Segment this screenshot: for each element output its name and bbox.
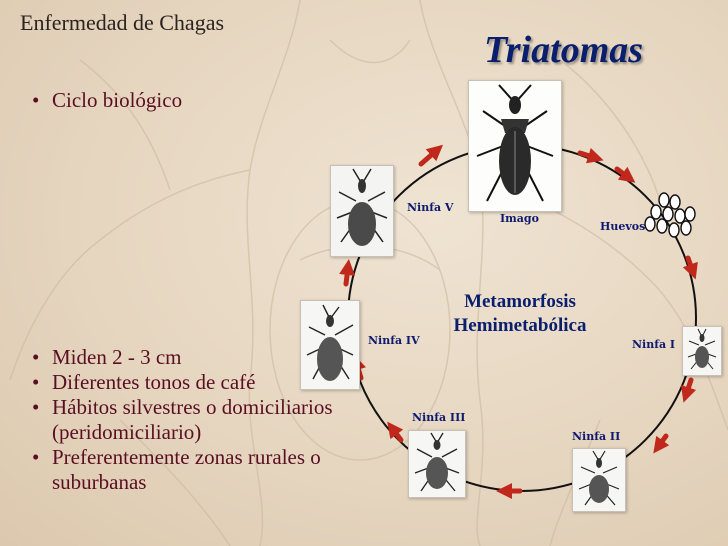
metamorphosis-line-2: Hemimetabólica <box>453 315 587 336</box>
fact-item: Preferentemente zonas rurales o suburban… <box>26 445 366 495</box>
imago-photo <box>468 80 562 212</box>
ninfa-4-photo <box>300 300 360 390</box>
cycle-arrow <box>577 147 604 164</box>
ninfa-5-bug-icon <box>336 168 388 246</box>
stage-label-imago: Imago <box>500 212 539 225</box>
header-title: Enfermedad de Chagas <box>20 10 225 35</box>
ninfa-1-photo <box>682 326 722 376</box>
ninfa-3-photo <box>408 430 466 498</box>
stage-label-ninfa-2: Ninfa II <box>572 430 621 443</box>
cycle-bullet: Ciclo biológico <box>26 88 182 113</box>
cycle-bullet-list: Ciclo biológico <box>26 88 182 113</box>
fact-item: Diferentes tonos de café <box>26 370 366 395</box>
stage-label-ninfa-3: Ninfa III <box>412 411 466 424</box>
ninfa-4-bug-icon <box>306 304 354 381</box>
fact-item: Hábitos silvestres o domiciliarios (peri… <box>26 395 366 445</box>
ninfa-3-bug-icon <box>414 432 460 492</box>
slide-title: Triatomas <box>484 29 644 71</box>
ninfa-1-bug-icon <box>687 328 717 370</box>
ninfa-5-photo <box>330 165 394 257</box>
stage-label-ninfa-1: Ninfa I <box>632 338 676 351</box>
fact-item: Miden 2 - 3 cm <box>26 345 366 370</box>
facts-list: Miden 2 - 3 cm Diferentes tonos de café … <box>26 345 366 495</box>
cycle-arrow <box>387 421 404 443</box>
ninfa-2-bug-icon <box>578 450 620 506</box>
imago-bug-icon <box>476 84 554 202</box>
cycle-arrow <box>653 433 670 454</box>
cycle-arrow <box>680 377 697 403</box>
cycle-arrow <box>682 255 698 280</box>
metamorphosis-line-1: Metamorfosis <box>464 291 576 312</box>
eggs-icon <box>644 192 696 238</box>
ninfa-2-photo <box>572 448 626 512</box>
cycle-arrow <box>614 166 636 183</box>
stage-label-ninfa-4: Ninfa IV <box>368 334 420 347</box>
cycle-arrow <box>339 259 356 287</box>
cycle-arrow <box>418 144 444 167</box>
stage-label-huevos: Huevos <box>600 220 646 233</box>
stage-label-ninfa-5: Ninfa V <box>407 201 454 214</box>
metamorphosis-title: Metamorfosis Hemimetabólica <box>425 290 615 338</box>
